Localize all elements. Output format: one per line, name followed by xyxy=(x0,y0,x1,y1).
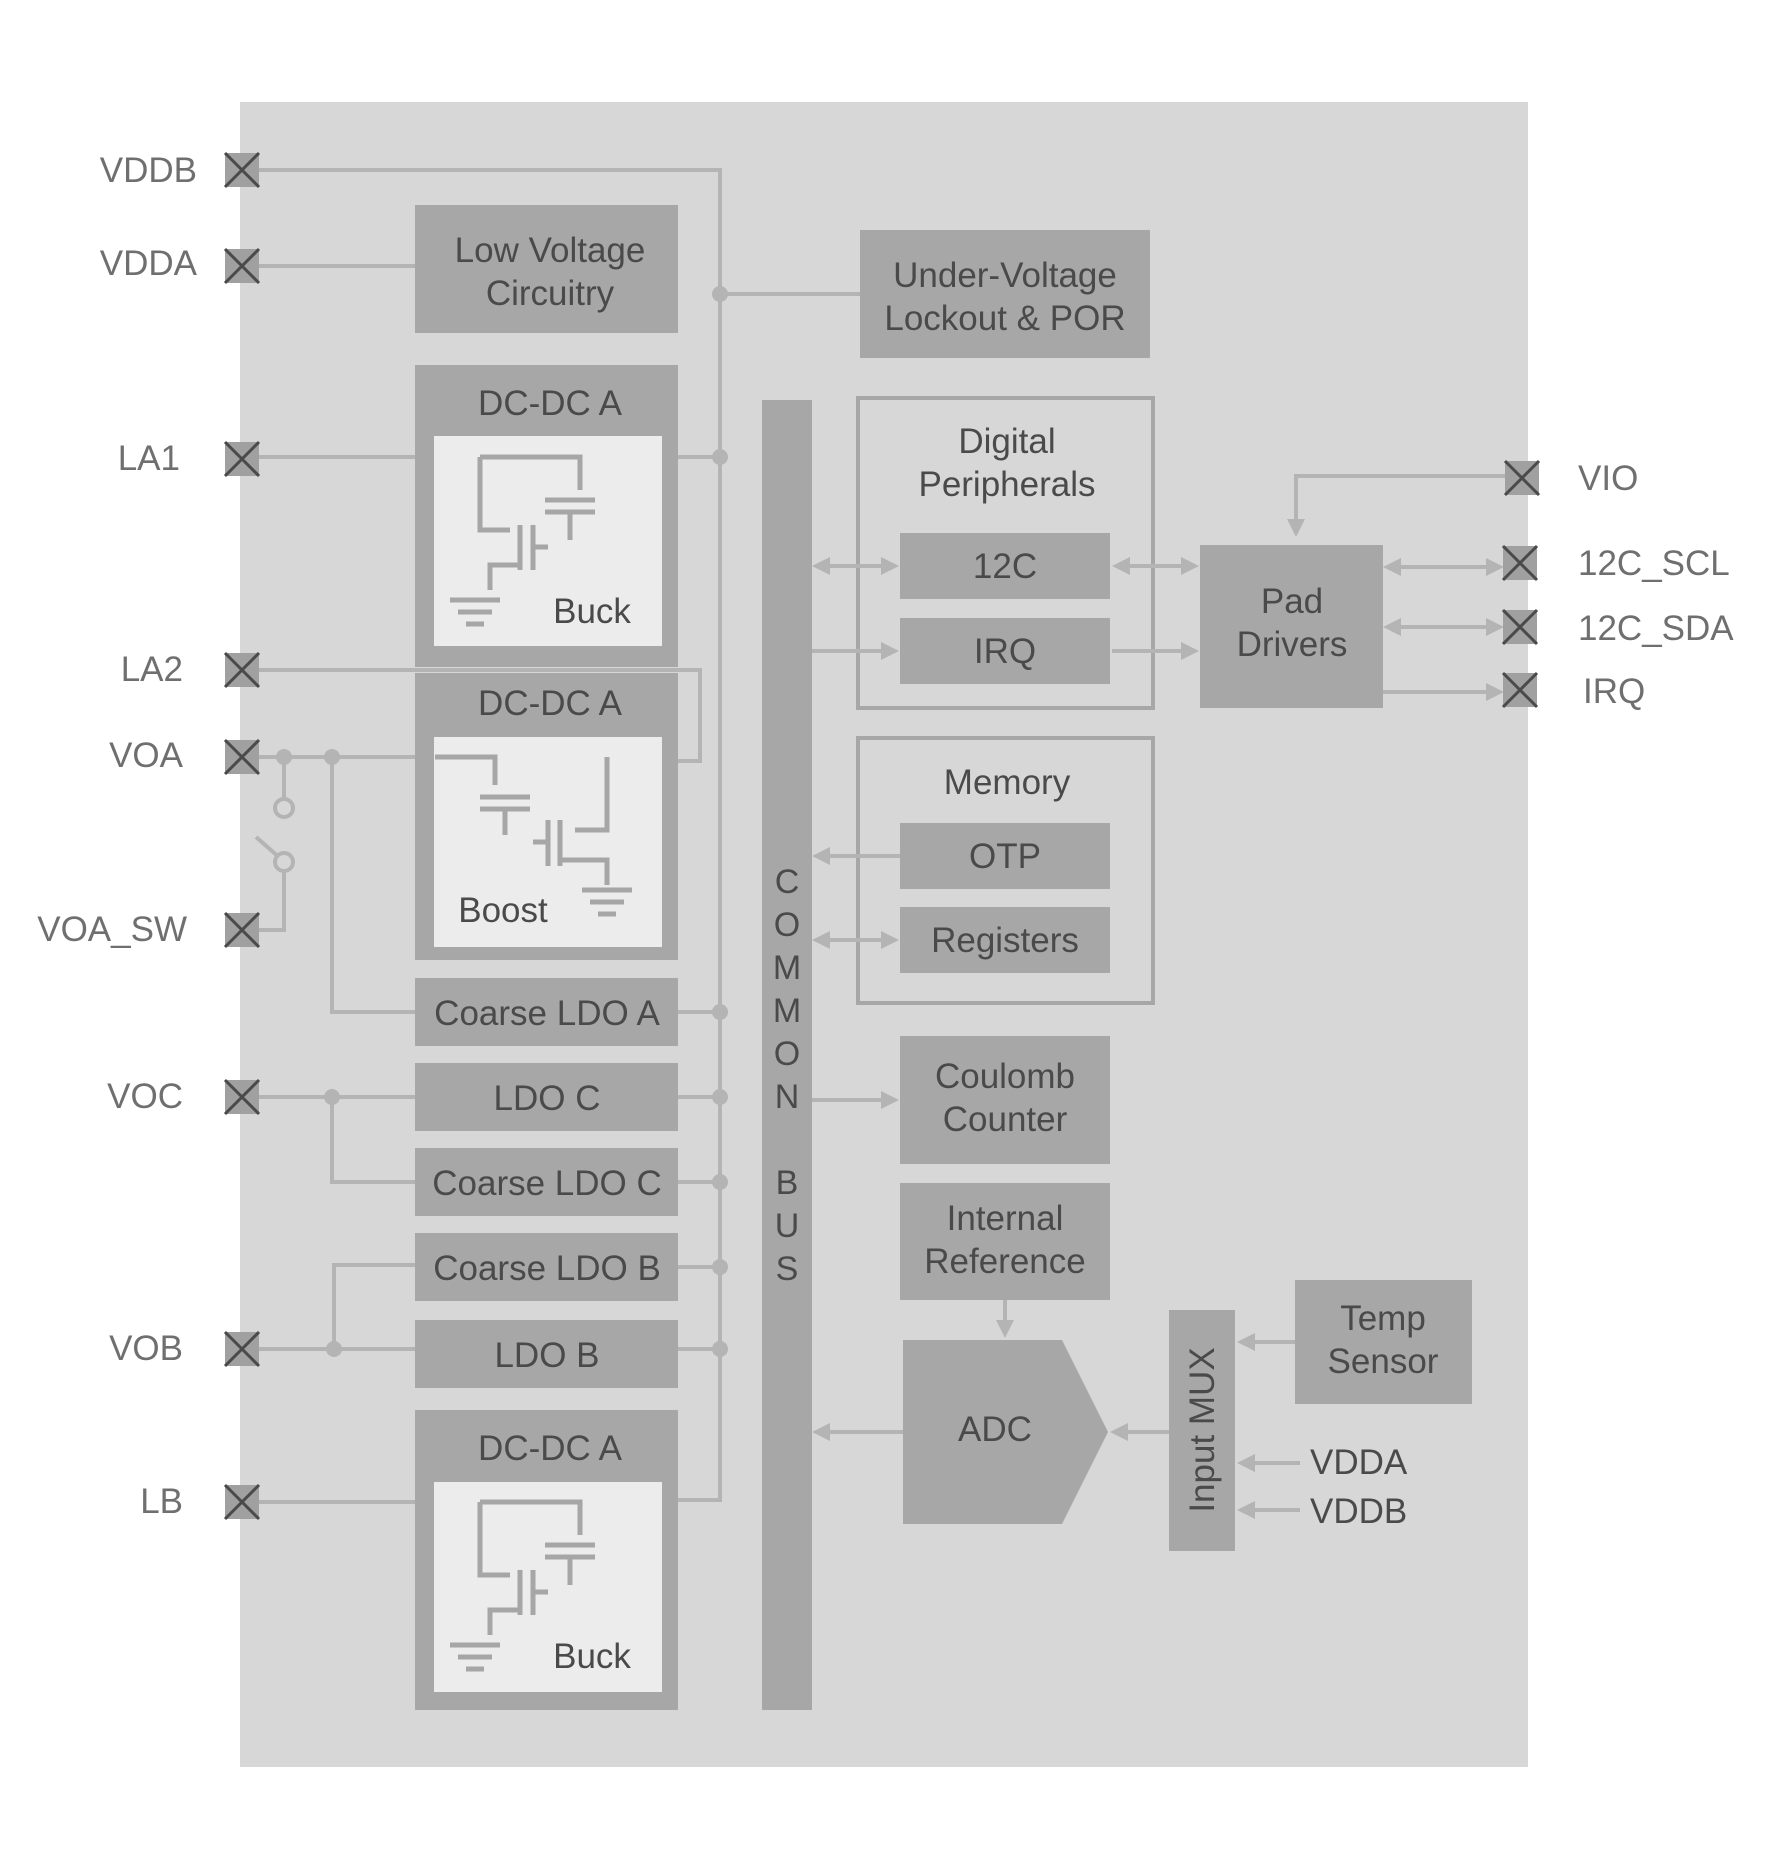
low-voltage-label-1: Low Voltage xyxy=(455,231,646,270)
low-voltage-label-2: Circuitry xyxy=(486,274,615,313)
uvlo-por-block xyxy=(860,230,1150,358)
svg-text:M: M xyxy=(773,949,801,987)
internal-reference-label-2: Reference xyxy=(924,1242,1085,1281)
pin-i2c-sda: 12C_SDA xyxy=(1578,609,1734,648)
irq-block xyxy=(900,618,1110,684)
svg-text:B: B xyxy=(776,1164,799,1202)
digital-peripherals-group xyxy=(856,396,1155,710)
switch-icon xyxy=(273,797,295,873)
ground-icon xyxy=(450,1642,500,1672)
dcdc-a-title-2: DC-DC A xyxy=(478,684,623,723)
input-mux-label: Input MUX xyxy=(1183,1347,1222,1512)
buck-label-1: Buck xyxy=(553,592,631,631)
ldo-c-label: LDO C xyxy=(494,1079,601,1118)
uvlo-label-1: Under-Voltage xyxy=(893,256,1117,295)
coarse-ldo-a-block xyxy=(415,978,678,1046)
svg-text:O: O xyxy=(774,906,800,944)
otp-block xyxy=(900,823,1110,889)
common-bus xyxy=(762,400,812,1710)
digital-peripherals-label-1: Digital xyxy=(958,422,1055,461)
ground-icon xyxy=(582,887,632,917)
uvlo-label-2: Lockout & POR xyxy=(884,299,1125,338)
temp-sensor-block xyxy=(1295,1280,1472,1404)
coulomb-counter-label-2: Counter xyxy=(943,1100,1068,1139)
digital-peripherals-label-2: Peripherals xyxy=(918,465,1095,504)
signal-arrows xyxy=(812,474,1505,1519)
memory-group xyxy=(856,736,1155,1005)
pin-voa: VOA xyxy=(109,736,184,775)
pad-drivers-label-1: Pad xyxy=(1261,582,1323,621)
pin-la2: LA2 xyxy=(121,650,183,689)
buck-label-2: Buck xyxy=(553,1637,631,1676)
memory-label: Memory xyxy=(944,763,1071,802)
pin-voc: VOC xyxy=(107,1077,183,1116)
pin-vob: VOB xyxy=(109,1329,183,1368)
mosfet-icon xyxy=(477,1499,595,1635)
svg-text:U: U xyxy=(775,1207,800,1245)
mux-vddb-label: VDDB xyxy=(1310,1492,1407,1531)
pin-irq: IRQ xyxy=(1583,672,1645,711)
pin-voa-sw: VOA_SW xyxy=(37,910,187,949)
otp-label: OTP xyxy=(969,837,1041,876)
low-voltage-circuitry-block xyxy=(415,205,678,333)
svg-text:S: S xyxy=(776,1250,799,1288)
coarse-ldo-b-label: Coarse LDO B xyxy=(433,1249,661,1288)
pad-drivers-label-2: Drivers xyxy=(1237,625,1348,664)
mosfet-icon xyxy=(477,454,595,590)
svg-text:N: N xyxy=(775,1078,800,1116)
temp-sensor-label-2: Sensor xyxy=(1328,1342,1439,1381)
common-bus-label: C O M M O N B U S xyxy=(773,863,801,1288)
ldo-b-label: LDO B xyxy=(494,1336,599,1375)
registers-label: Registers xyxy=(931,921,1079,960)
irq-label: IRQ xyxy=(974,632,1036,671)
mosfet-icon xyxy=(435,754,610,885)
internal-reference-label-1: Internal xyxy=(947,1199,1064,1238)
coulomb-counter-block xyxy=(900,1036,1110,1164)
pin-lb: LB xyxy=(140,1482,183,1521)
svg-text:M: M xyxy=(773,992,801,1030)
boost-label: Boost xyxy=(458,891,548,930)
ldo-b-block xyxy=(415,1320,678,1388)
coulomb-counter-label-1: Coulomb xyxy=(935,1057,1075,1096)
svg-text:C: C xyxy=(775,863,800,901)
coarse-ldo-c-block xyxy=(415,1148,678,1216)
adc-label: ADC xyxy=(958,1410,1032,1449)
svg-text:O: O xyxy=(774,1035,800,1073)
i2c-label: 12C xyxy=(973,547,1037,586)
temp-sensor-label-1: Temp xyxy=(1340,1299,1426,1338)
registers-block xyxy=(900,907,1110,973)
pad-drivers-block xyxy=(1200,545,1383,708)
pin-i2c-scl: 12C_SCL xyxy=(1578,544,1730,583)
mux-vdda-label: VDDA xyxy=(1310,1443,1408,1482)
pin-vddb: VDDB xyxy=(100,151,197,190)
pin-vio: VIO xyxy=(1578,459,1638,498)
ldo-c-block xyxy=(415,1063,678,1131)
dcdc-a-title-1: DC-DC A xyxy=(478,384,623,423)
dcdc-a-title-3: DC-DC A xyxy=(478,1429,623,1468)
junction-dots xyxy=(276,286,728,1357)
coarse-ldo-c-label: Coarse LDO C xyxy=(432,1164,662,1203)
adc-block xyxy=(903,1340,1108,1524)
input-mux-block xyxy=(1169,1310,1235,1551)
pin-la1: LA1 xyxy=(118,439,180,478)
i2c-block xyxy=(900,533,1110,599)
ground-icon xyxy=(450,597,500,627)
internal-reference-block xyxy=(900,1183,1110,1300)
coarse-ldo-a-label: Coarse LDO A xyxy=(434,994,660,1033)
pin-vdda: VDDA xyxy=(100,244,198,283)
coarse-ldo-b-block xyxy=(415,1233,678,1301)
